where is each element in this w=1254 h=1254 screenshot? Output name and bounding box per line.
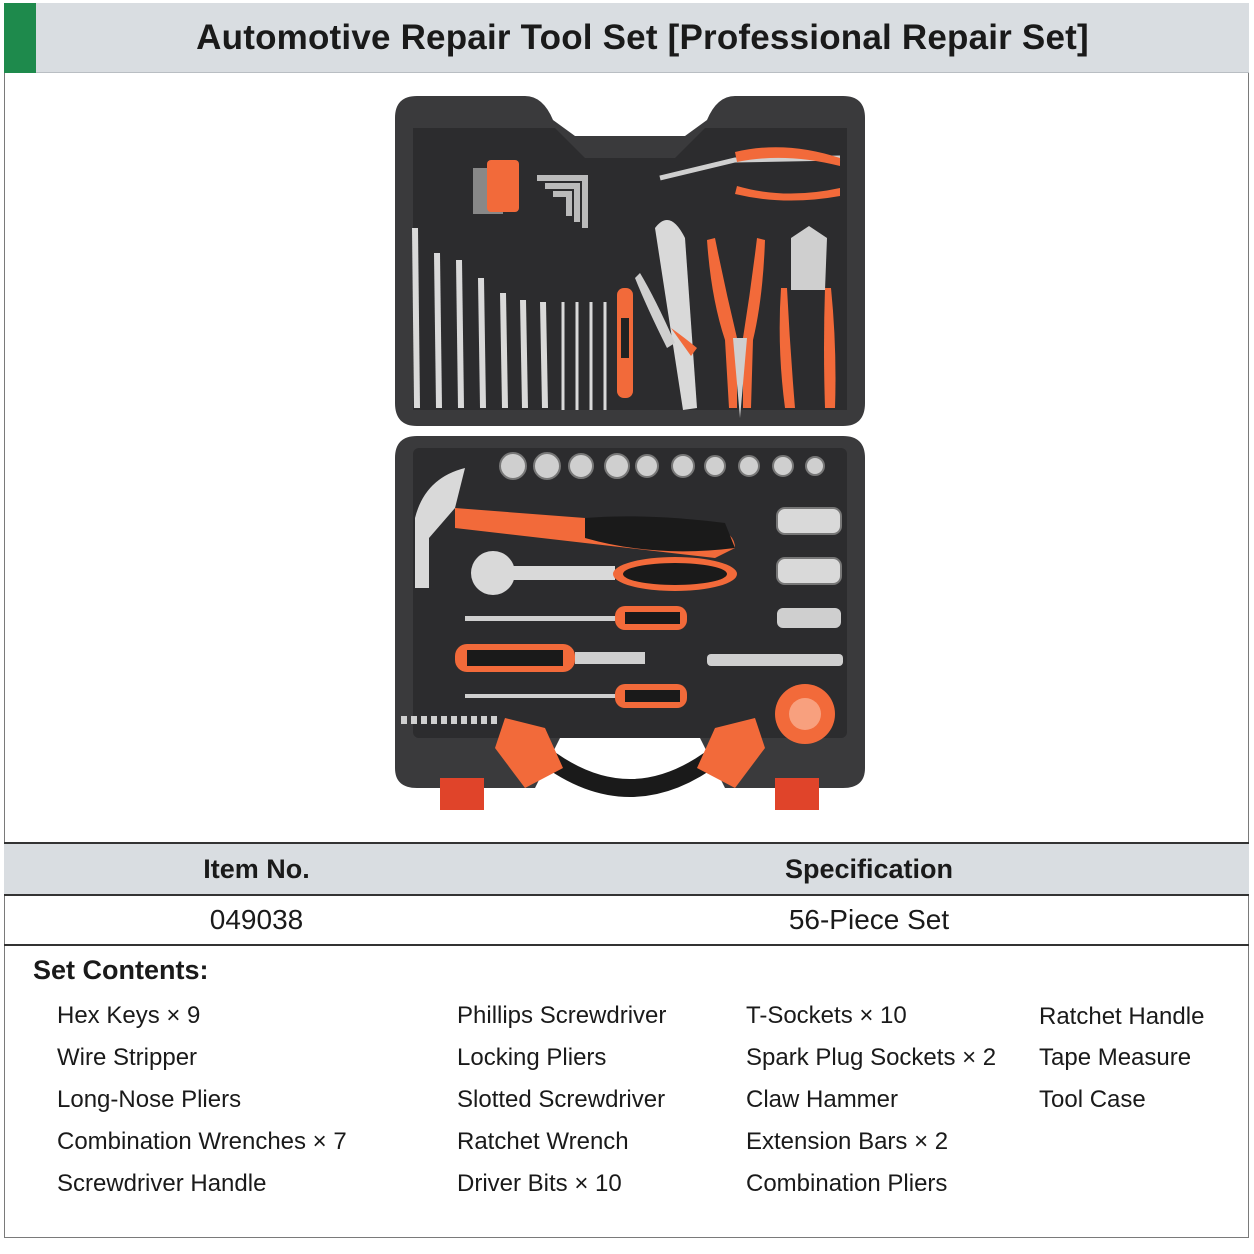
contents-item: Hex Keys × 9 (57, 1002, 201, 1029)
contents-item: Phillips Screwdriver (457, 1002, 667, 1029)
combination-wrenches (412, 227, 607, 410)
contents-item: Wire Stripper (57, 1044, 198, 1071)
contents-item: Long-Nose Pliers (57, 1086, 242, 1113)
contents-item: Screwdriver Handle (57, 1170, 267, 1197)
contents-item: Slotted Screwdriver (457, 1086, 666, 1113)
tape-measure (775, 684, 835, 744)
contents-item: Ratchet Wrench (457, 1128, 629, 1155)
hex-keys (473, 160, 588, 228)
extension-bars (707, 608, 843, 666)
combination-pliers (779, 226, 836, 408)
contents-item: Spark Plug Sockets × 2 (746, 1044, 997, 1071)
phillips-screwdriver (465, 606, 687, 630)
title-accent-stripe (4, 3, 36, 73)
spark-plug-sockets (776, 507, 842, 585)
case-latches (440, 778, 819, 810)
contents-item: Combination Wrenches × 7 (57, 1128, 347, 1155)
t-sockets-row (499, 452, 825, 480)
ratchet-wrench (471, 551, 737, 595)
item-number-value: 049038 (209, 904, 304, 935)
contents-item: Driver Bits × 10 (457, 1170, 622, 1197)
contents-item: Claw Hammer (746, 1086, 899, 1113)
page-title: Automotive Repair Tool Set [Professional… (196, 18, 1089, 57)
tool-case-image (395, 96, 865, 810)
contents-item: Tool Case (1039, 1086, 1146, 1113)
title-bar: Automotive Repair Tool Set [Professional… (4, 3, 1249, 73)
specification-value: 56-Piece Set (788, 904, 950, 935)
slotted-screwdriver (465, 684, 687, 708)
long-nose-pliers (707, 238, 765, 418)
screwdriver-handle-lid (617, 288, 633, 398)
contents-item: Combination Pliers (746, 1170, 948, 1197)
header-specification: Specification (784, 853, 954, 884)
spec-table-header: Item No. Specification (4, 842, 1249, 896)
contents-item: T-Sockets × 10 (746, 1002, 907, 1029)
contents-item: Locking Pliers (457, 1044, 607, 1071)
header-item-no: Item No. (203, 853, 310, 884)
contents-item: Ratchet Handle (1039, 1003, 1205, 1030)
wire-stripper (659, 147, 841, 201)
contents-item: Tape Measure (1039, 1044, 1192, 1071)
claw-hammer (415, 468, 735, 588)
spec-table-row: 049038 56-Piece Set (4, 896, 1249, 946)
case-handle (495, 718, 765, 797)
contents-title: Set Contents: (33, 955, 209, 985)
contents-item: Extension Bars × 2 (746, 1128, 949, 1155)
driver-bits (401, 716, 497, 724)
screwdriver-handle-base (455, 644, 645, 672)
locking-pliers (635, 220, 697, 410)
